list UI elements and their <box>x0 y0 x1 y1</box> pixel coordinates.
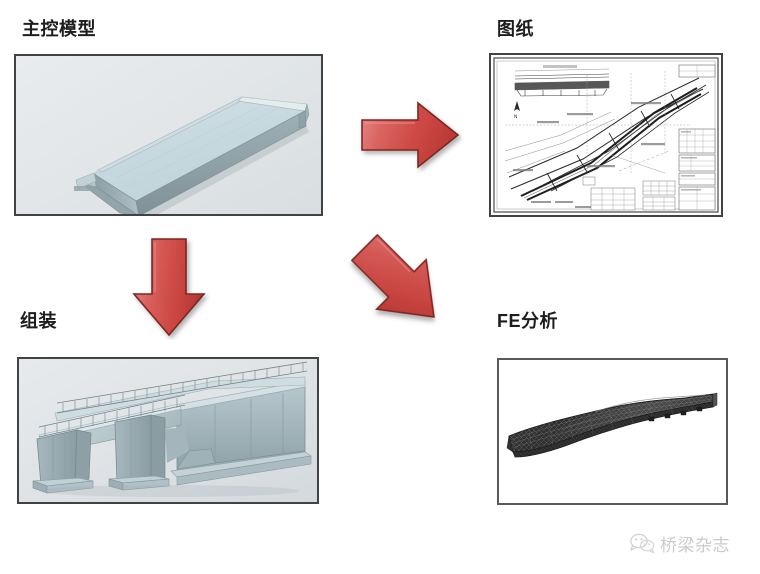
watermark-text: 桥梁杂志 <box>660 535 730 556</box>
svg-text:N: N <box>514 114 517 120</box>
arrow-drawing-to-fe <box>344 232 456 334</box>
deck-slab-svg <box>74 96 310 214</box>
arrow-model-to-drawing <box>358 96 462 174</box>
cad-drawing-svg: N <box>493 57 719 213</box>
arrow-down-right-icon <box>350 233 435 318</box>
image-panel-fe <box>497 358 728 505</box>
section-title-assembly: 组装 <box>20 311 57 331</box>
section-title-model: 主控模型 <box>22 19 96 39</box>
model-render-deck-slab <box>16 56 321 214</box>
watermark: 桥梁杂志 <box>629 524 755 562</box>
section-title-fe: FE分析 <box>497 311 559 331</box>
arrow-right-icon <box>361 101 460 169</box>
image-panel-drawing: N <box>489 53 723 217</box>
section-title-drawing: 图纸 <box>497 19 534 39</box>
cad-drawing-render: N <box>491 55 721 215</box>
arrow-model-to-assembly <box>127 236 211 340</box>
bridge-assembly-svg <box>32 361 312 497</box>
image-panel-model <box>14 54 323 216</box>
arrow-down-icon <box>132 238 206 337</box>
fe-mesh-svg <box>506 392 718 458</box>
image-panel-assembly <box>17 357 319 504</box>
wechat-icon <box>630 533 655 554</box>
